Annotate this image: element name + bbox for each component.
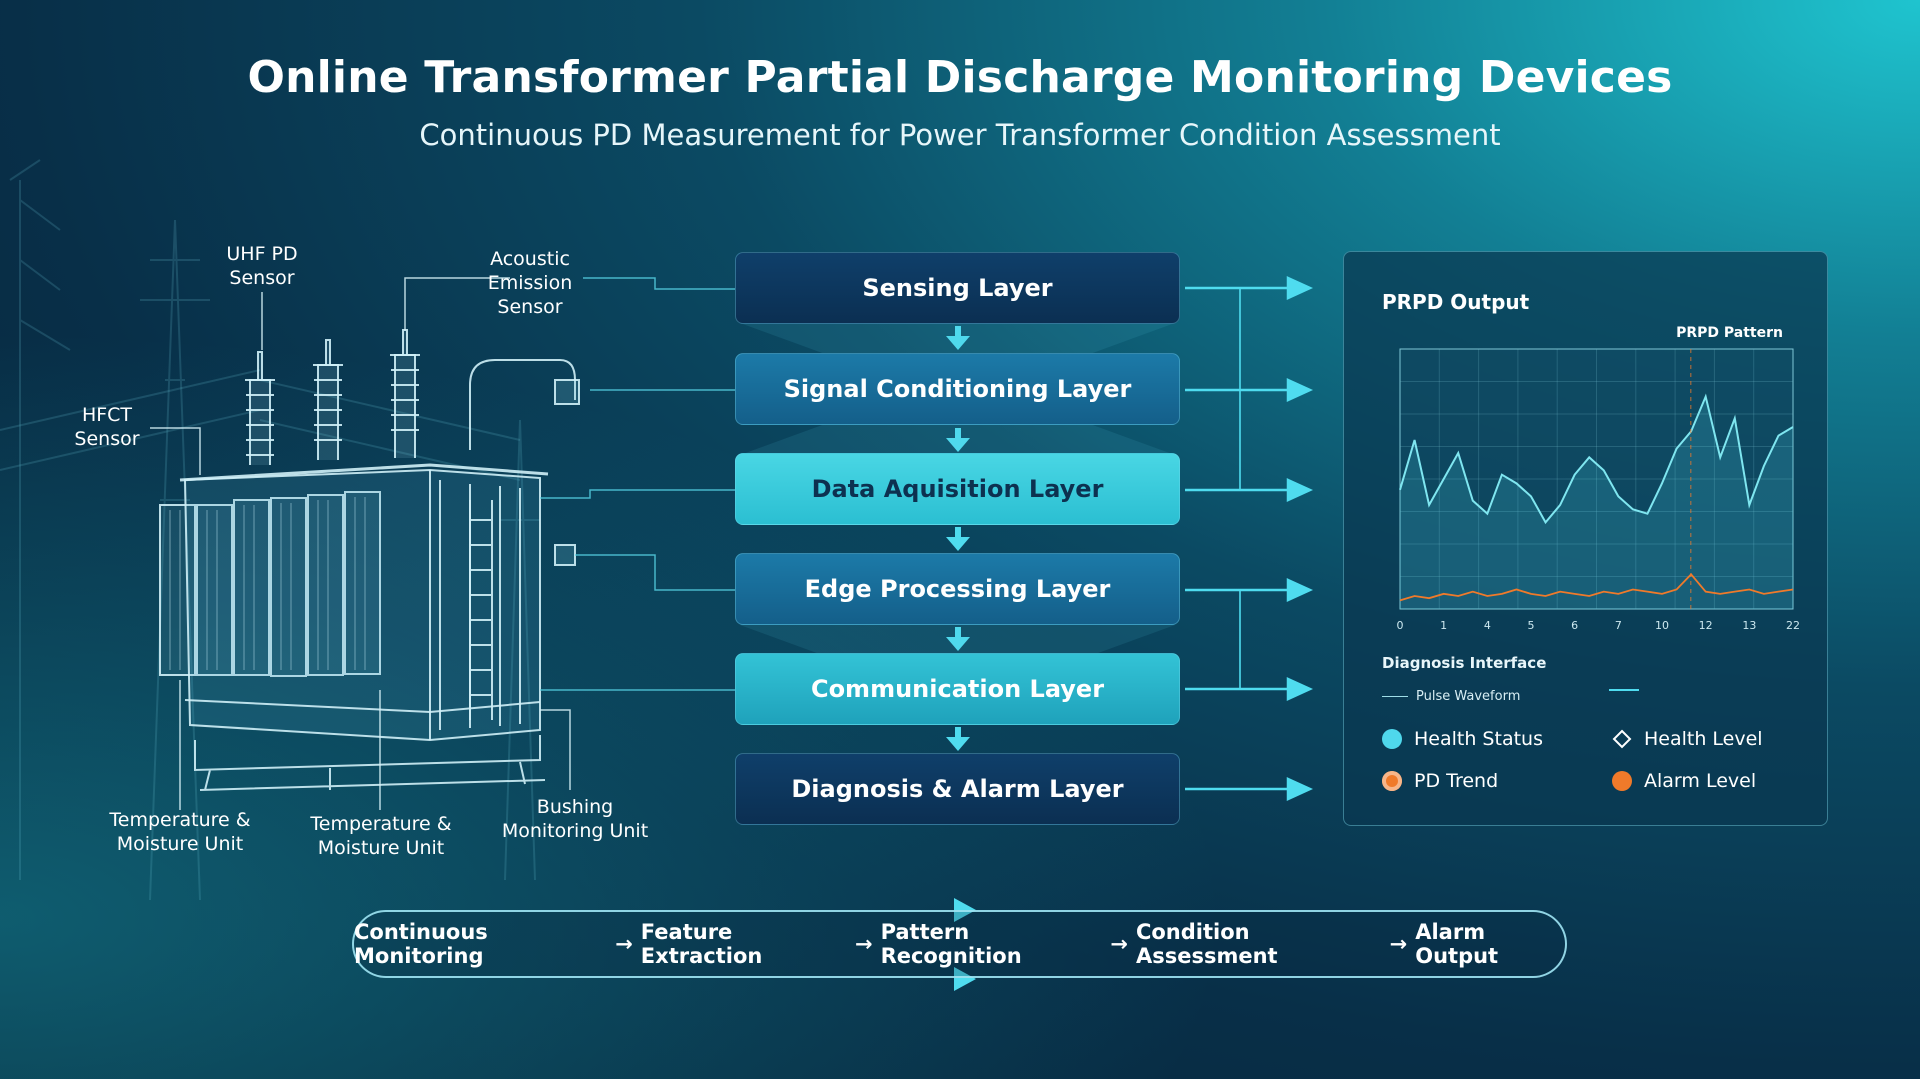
down-arrow-4 <box>946 627 970 651</box>
layer-communication: Communication Layer <box>735 653 1180 725</box>
x-tick-label: 13 <box>1742 619 1756 632</box>
prpd-pattern-label: PRPD Pattern <box>1676 325 1783 341</box>
health-level-diamond-icon <box>1612 729 1632 749</box>
flow-step-alarm-output: Alarm Output <box>1415 920 1499 968</box>
x-tick-label: 6 <box>1571 619 1578 632</box>
flow-step-feature-extraction: Feature Extraction <box>640 920 763 968</box>
x-tick-label: 0 <box>1397 619 1404 632</box>
prpd-chart: 0 1 4 5 6 7 10 12 13 22 <box>1397 348 1800 632</box>
x-tick-label: 1 <box>1440 619 1447 632</box>
alarm-level-dot-icon <box>1612 771 1632 791</box>
layer-down-arrows <box>946 326 970 751</box>
series-line <box>1399 393 1794 525</box>
diagnosis-interface-title: Diagnosis Interface <box>1382 654 1547 672</box>
radiator-bank <box>159 491 381 677</box>
x-tick-label: 22 <box>1786 619 1800 632</box>
layer-diagnosis-alarm: Diagnosis & Alarm Layer <box>735 753 1180 825</box>
flow-arrow-icon: → <box>854 932 873 956</box>
flow-arrow-icon: → <box>615 932 633 956</box>
layer-sensing: Sensing Layer <box>735 252 1180 324</box>
pd-trend-ring-icon <box>1382 771 1402 791</box>
diag-item-waveform-line <box>1609 689 1639 691</box>
x-tick-label: 12 <box>1699 619 1713 632</box>
health-status-dot-icon <box>1382 729 1402 749</box>
right-arrow-4 <box>1185 578 1314 602</box>
callout-hfct-sensor: HFCT Sensor <box>74 404 140 450</box>
callout-leaders <box>150 277 571 810</box>
down-arrow-1 <box>946 326 970 350</box>
pulse-waveform-dash-icon <box>1382 696 1408 697</box>
x-tick-label: 7 <box>1615 619 1622 632</box>
right-arrow-3 <box>1185 478 1314 502</box>
transformer-drawing <box>159 329 580 791</box>
right-arrows <box>1185 276 1314 801</box>
callout-acoustic-emission-sensor: Acoustic Emission Sensor <box>487 248 573 318</box>
page-subtitle: Continuous PD Measurement for Power Tran… <box>419 118 1501 152</box>
flow-step-condition-assessment: Condition Assessment <box>1135 920 1278 968</box>
callout-bushing-monitoring-unit: Bushing Monitoring Unit <box>501 796 649 842</box>
process-flow-bar: Continuous Monitoring → Feature Extracti… <box>352 910 1567 978</box>
legend-alarm-level: Alarm Level <box>1612 770 1756 792</box>
flow-step-pattern-recognition: Pattern Recognition <box>880 920 1022 968</box>
bushings <box>245 329 420 465</box>
right-arrow-2 <box>1185 378 1314 402</box>
panel-title: PRPD Output <box>1382 290 1530 314</box>
layer-transitions <box>740 323 1175 656</box>
series-area <box>1400 396 1793 609</box>
callout-temperature-moisture-unit-1: Temperature & Moisture Unit <box>109 809 251 855</box>
right-arrow-5 <box>1185 677 1314 701</box>
legend-health-status: Health Status <box>1382 728 1543 750</box>
callout-uhf-pd-sensor: UHF PD Sensor <box>226 243 298 289</box>
callout-temperature-moisture-unit-2: Temperature & Moisture Unit <box>310 813 452 859</box>
x-tick-label: 5 <box>1528 619 1535 632</box>
flow-arrow-icon: → <box>1389 932 1408 956</box>
layer-data-acquisition: Data Aquisition Layer <box>735 453 1180 525</box>
background-towers <box>0 159 540 901</box>
flow-arrow-icon: → <box>1110 932 1128 956</box>
right-arrow-1 <box>1185 276 1314 300</box>
right-arrow-6 <box>1185 777 1314 801</box>
series-line <box>1399 572 1794 602</box>
x-tick-label: 10 <box>1655 619 1669 632</box>
legend-health-level: Health Level <box>1612 728 1763 750</box>
x-tick-label: 4 <box>1484 619 1491 632</box>
layer-signal-conditioning: Signal Conditioning Layer <box>735 353 1180 425</box>
diag-item-pulse-waveform: Pulse Waveform <box>1382 689 1520 704</box>
waveform-line-icon <box>1609 689 1639 691</box>
down-arrow-3 <box>946 527 970 551</box>
down-arrow-5 <box>946 727 970 751</box>
layer-edge-processing: Edge Processing Layer <box>735 553 1180 625</box>
legend-pd-trend: PD Trend <box>1382 770 1498 792</box>
layer-connectors <box>540 277 735 691</box>
page-title: Online Transformer Partial Discharge Mon… <box>247 52 1673 103</box>
flow-step-continuous-monitoring: Continuous Monitoring <box>354 920 488 968</box>
down-arrow-2 <box>946 428 970 452</box>
